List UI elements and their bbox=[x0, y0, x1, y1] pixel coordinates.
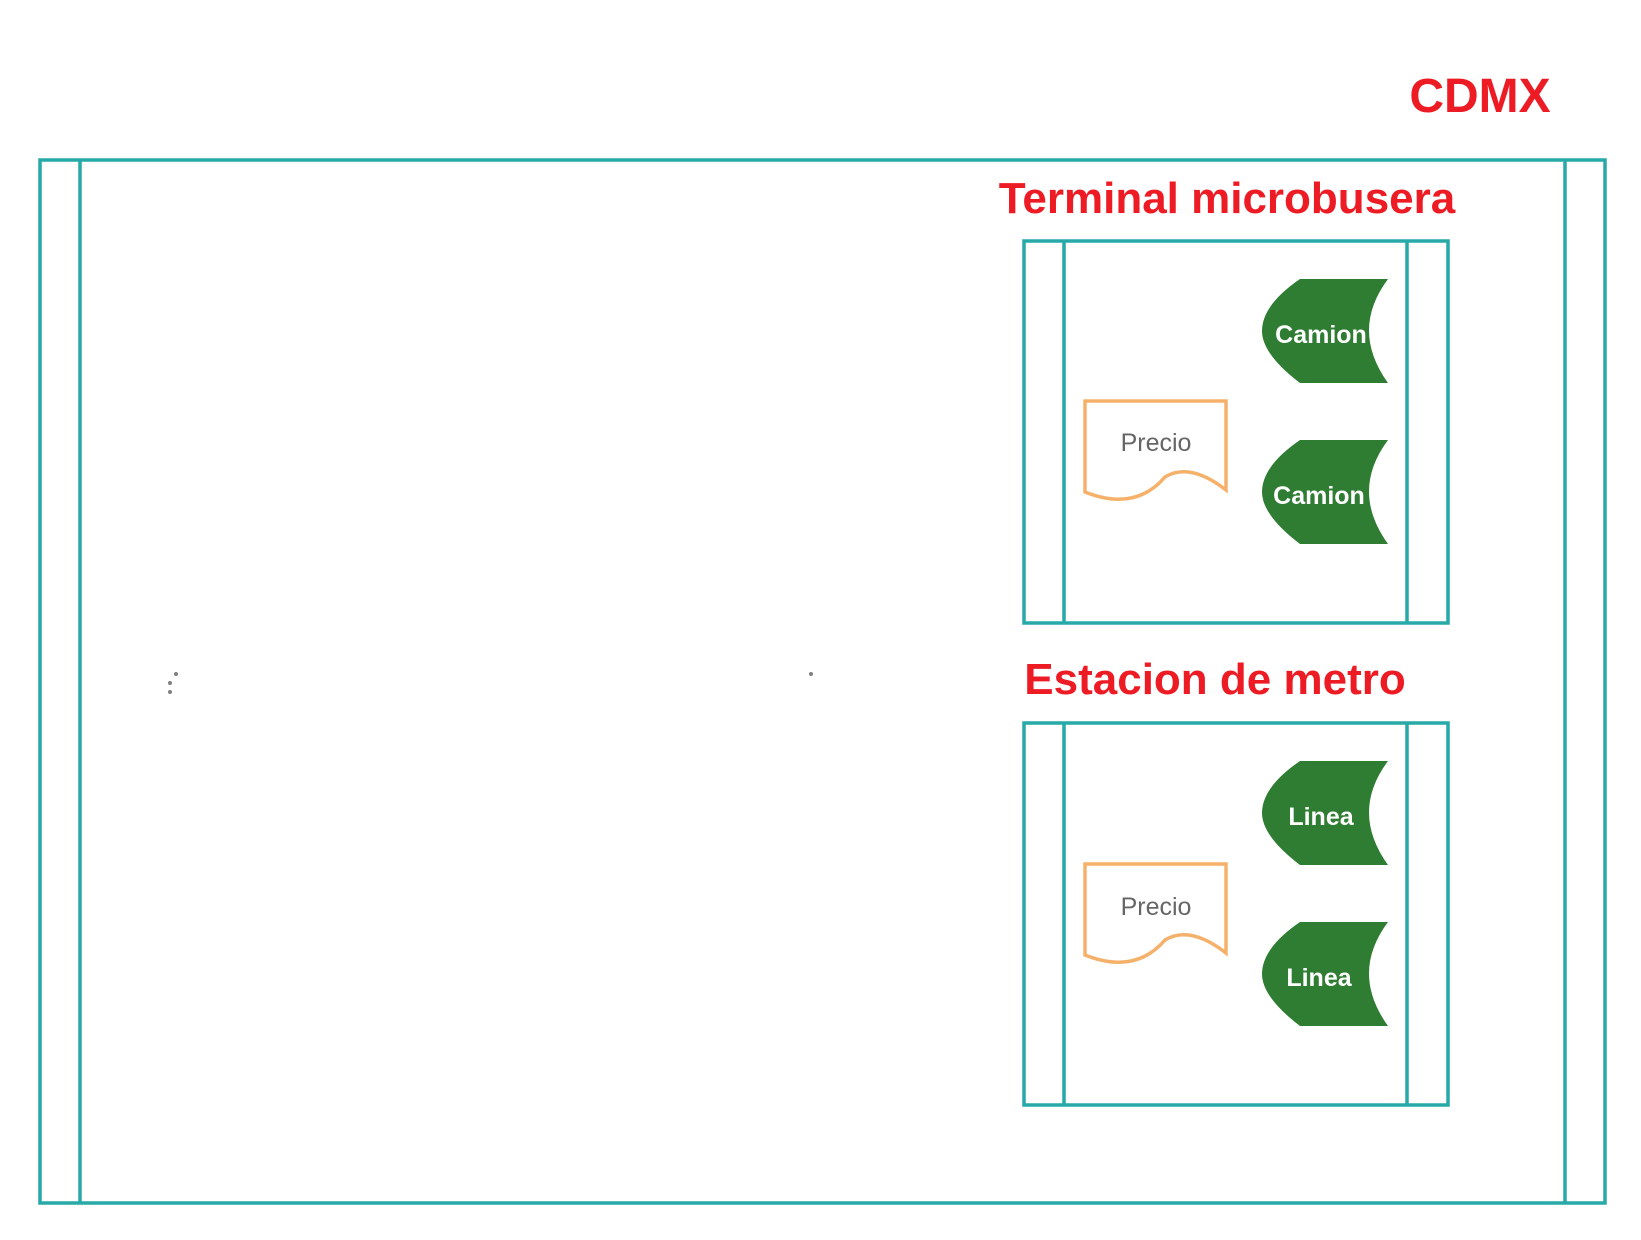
stray-dots bbox=[168, 672, 813, 694]
section-terminal-microbusera: Terminal microbusera Camion Precio Camio… bbox=[999, 174, 1456, 625]
terminal-document-precio[interactable]: Precio bbox=[1083, 399, 1228, 501]
terminal-process-box[interactable] bbox=[1022, 239, 1450, 625]
metro-display-linea-2[interactable]: Linea bbox=[1262, 922, 1388, 1026]
terminal-display-camion-1[interactable]: Camion bbox=[1262, 279, 1388, 383]
diagram-title: CDMX bbox=[1409, 70, 1550, 123]
terminal-display-camion-2[interactable]: Camion bbox=[1262, 440, 1388, 544]
display-label: Linea bbox=[1286, 964, 1352, 992]
document-label: Precio bbox=[1121, 893, 1192, 921]
metro-document-precio[interactable]: Precio bbox=[1083, 862, 1228, 964]
cdmx-container[interactable] bbox=[38, 158, 1607, 1205]
section-title-estacion: Estacion de metro bbox=[1024, 655, 1405, 704]
display-label: Camion bbox=[1275, 321, 1367, 349]
display-label: Linea bbox=[1288, 803, 1354, 831]
section-title-terminal: Terminal microbusera bbox=[999, 174, 1456, 223]
metro-process-box[interactable] bbox=[1022, 721, 1450, 1107]
section-estacion-de-metro: Estacion de metro Linea Precio Linea bbox=[1022, 655, 1450, 1107]
metro-display-linea-1[interactable]: Linea bbox=[1262, 761, 1388, 865]
document-label: Precio bbox=[1121, 429, 1192, 457]
display-label: Camion bbox=[1273, 482, 1365, 510]
